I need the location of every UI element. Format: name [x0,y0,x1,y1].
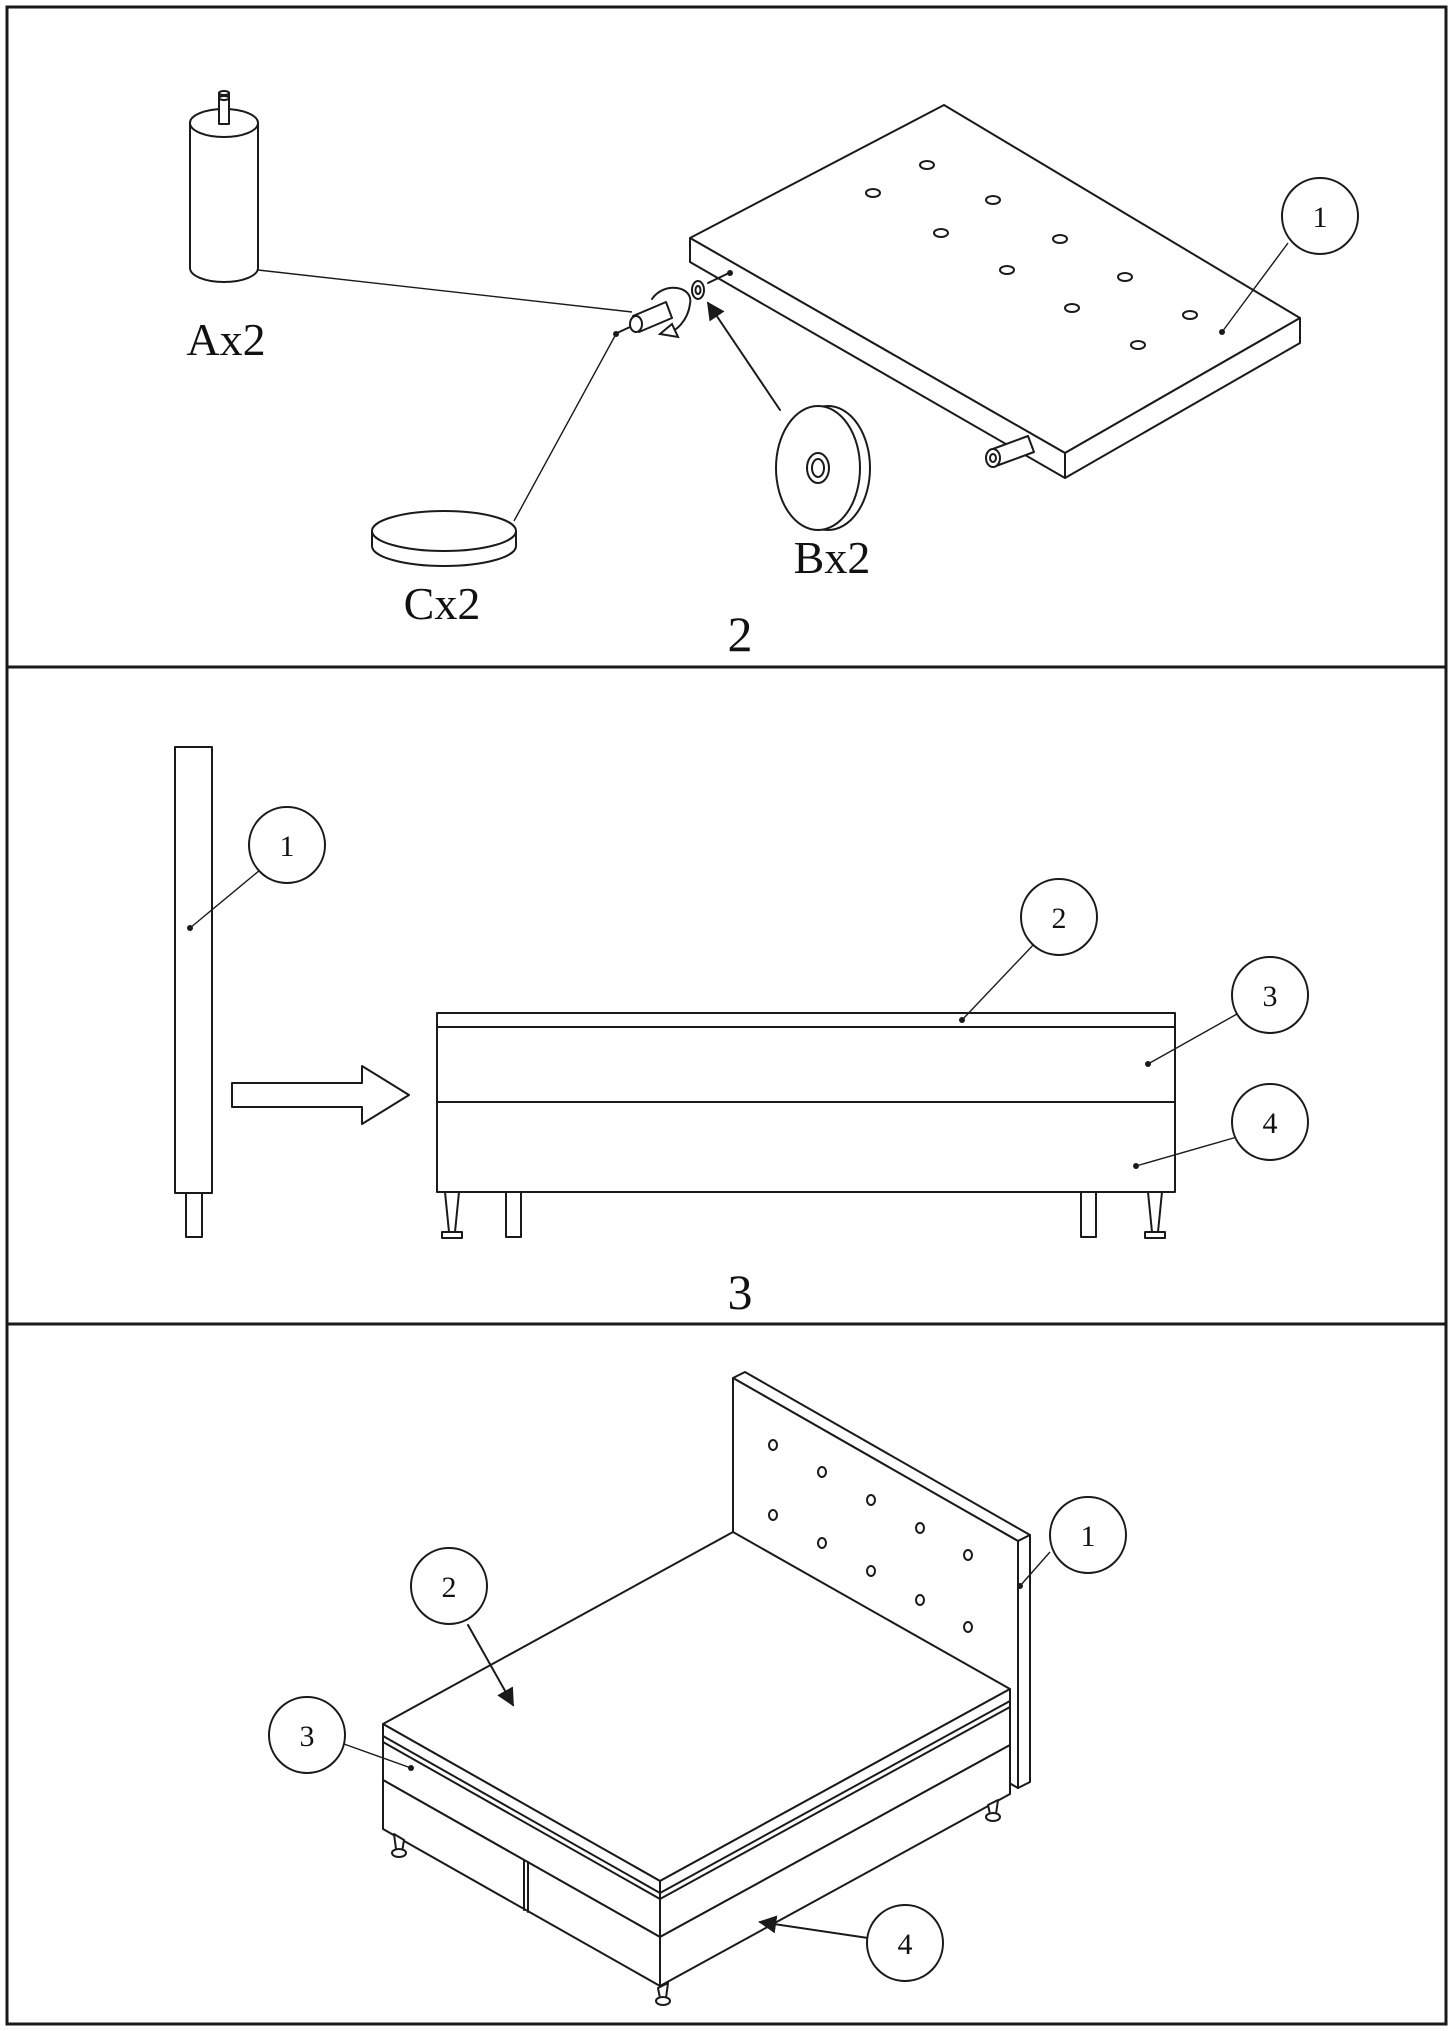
panel-frame [5,1322,1448,2026]
assembled-bed-panel: 1 2 3 4 [5,1322,1448,2026]
part-a-label: Ax2 [186,314,265,365]
headboard-buttons [768,1439,973,1633]
svg-text:1: 1 [1081,1520,1096,1553]
part-a-leg-icon [189,90,259,283]
svg-text:2: 2 [442,1571,457,1604]
assembled-callout-4: 4 [758,1904,944,1982]
step-2-panel: Ax2 Cx2 Bx2 [5,5,1448,669]
step-3-callout-2: 2 [961,878,1098,1021]
part-b-washer-icon [775,405,871,531]
step-3-callout-1: 1 [189,806,326,929]
step-3-callout-3: 3 [1147,956,1309,1065]
svg-text:4: 4 [898,1928,913,1961]
leader-part-a [257,269,633,313]
step-2-callout-1: 1 [1219,177,1359,335]
assembled-callout-2: 2 [410,1547,514,1707]
svg-text:2: 2 [1052,902,1067,935]
rotate-arrow-icon [651,286,692,333]
step-3-number: 3 [728,1264,753,1320]
assembly-detail [613,270,733,339]
svg-text:3: 3 [1263,980,1278,1013]
headboard-side-view [174,746,213,1238]
svg-text:1: 1 [1313,201,1328,234]
assembled-callout-3: 3 [268,1696,412,1774]
push-arrow-icon [231,1065,410,1125]
part-c-label: Cx2 [404,578,481,629]
bed-drawing [382,1531,1011,2006]
svg-text:3: 3 [300,1720,315,1753]
step-3-callout-4: 4 [1135,1083,1309,1167]
panel-frame [5,665,1448,1326]
leader-part-b-arrow [706,301,781,411]
svg-text:1: 1 [280,830,295,863]
board-buttons [865,160,1198,350]
board-drawing [689,104,1301,479]
assembled-callout-1: 1 [1019,1496,1127,1587]
part-c-pad-icon [371,510,517,567]
step-2-number: 2 [728,606,753,662]
step-3-panel: 1 2 3 [5,665,1448,1326]
bed-side-view [436,1012,1176,1239]
leader-part-c [513,333,617,522]
svg-text:4: 4 [1263,1107,1278,1140]
part-b-label: Bx2 [794,532,871,583]
